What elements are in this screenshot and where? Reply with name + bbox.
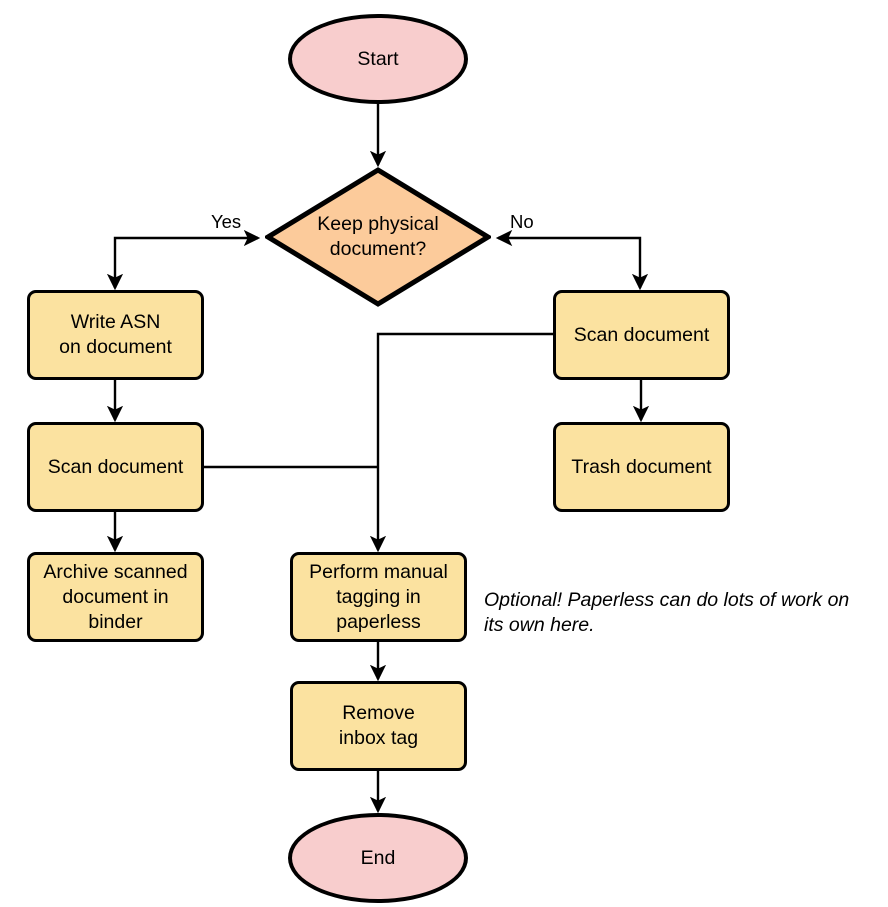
archive-line-1: Archive scanned — [43, 560, 188, 583]
node-scan-document-right[interactable]: Scan document — [553, 290, 730, 380]
node-start-label: Start — [357, 47, 399, 70]
node-keep-physical-document[interactable]: Keep physical document? — [265, 167, 491, 307]
node-archive-scanned-label: Archive scanned document in binder — [43, 560, 187, 635]
edge-scan-right-to-manual-tagging — [369, 332, 553, 553]
remove-inbox-line-1: Remove — [342, 702, 415, 724]
node-end[interactable]: End — [288, 813, 468, 903]
archive-line-2: document in — [62, 585, 169, 608]
node-perform-manual-tagging[interactable]: Perform manual tagging in paperless — [290, 552, 467, 642]
node-start[interactable]: Start — [288, 14, 468, 104]
node-write-asn-label: Write ASN on document — [59, 310, 172, 360]
node-remove-inbox-tag-label: Remove inbox tag — [339, 701, 418, 751]
node-trash-document[interactable]: Trash document — [553, 422, 730, 512]
edge-label-no: No — [510, 211, 534, 232]
node-archive-scanned-document[interactable]: Archive scanned document in binder — [27, 552, 204, 642]
node-end-label: End — [360, 846, 396, 869]
node-perform-manual-tagging-label: Perform manual tagging in paperless — [309, 560, 448, 635]
node-remove-inbox-tag[interactable]: Remove inbox tag — [290, 681, 467, 771]
optional-note: Optional! Paperless can do lots of work … — [484, 588, 884, 638]
archive-line-3: binder — [88, 610, 143, 633]
manual-tagging-line-3: paperless — [336, 610, 421, 633]
write-asn-line-2: on document — [59, 336, 172, 358]
write-asn-line-1: Write ASN — [70, 311, 161, 333]
node-scan-document-left-label: Scan document — [47, 455, 184, 478]
node-trash-document-label: Trash document — [571, 455, 712, 478]
edge-label-yes: Yes — [211, 211, 242, 232]
manual-tagging-line-2: tagging in — [336, 585, 421, 608]
optional-note-line-2: its own here. — [484, 614, 595, 636]
edge-decision-to-scan-right — [495, 229, 649, 291]
diamond-shape — [265, 167, 491, 307]
edge-decision-to-write-asn — [106, 229, 261, 291]
remove-inbox-line-2: inbox tag — [338, 727, 419, 749]
manual-tagging-line-1: Perform manual — [309, 560, 448, 583]
node-scan-document-right-label: Scan document — [573, 323, 710, 346]
node-scan-document-left[interactable]: Scan document — [27, 422, 204, 512]
optional-note-line-1: Optional! Paperless can do lots of work … — [484, 589, 850, 611]
node-write-asn-on-document[interactable]: Write ASN on document — [27, 290, 204, 380]
